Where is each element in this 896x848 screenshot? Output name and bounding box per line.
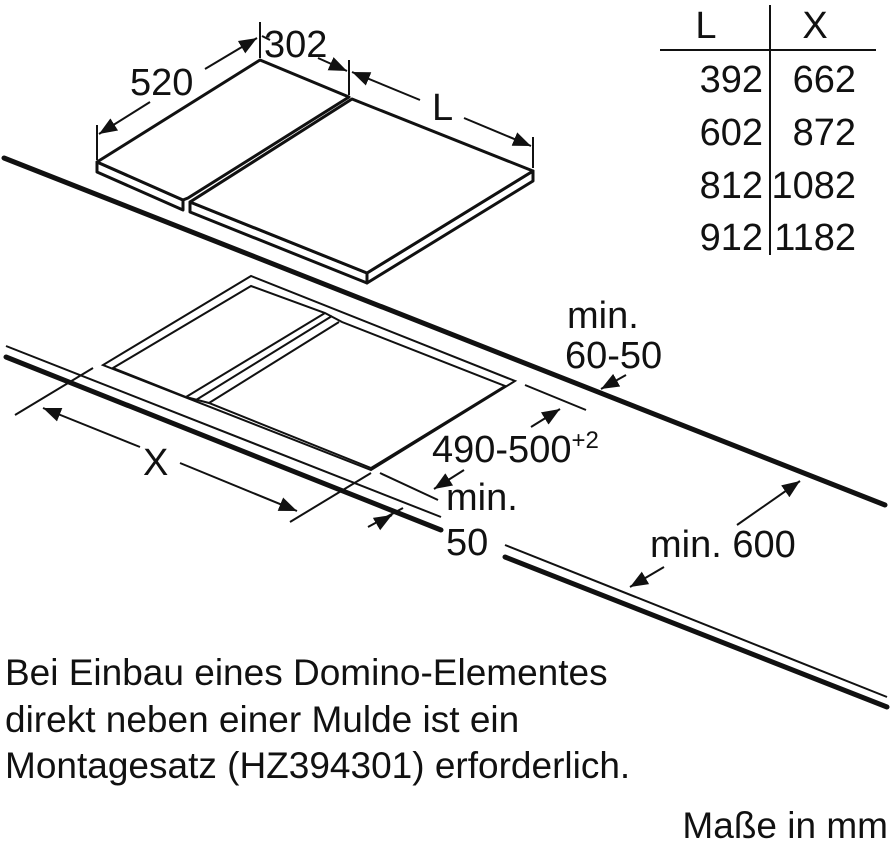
cutout-width-label: X (143, 442, 168, 484)
table-cell: 662 (793, 59, 856, 101)
front-distance-value: 50 (446, 522, 488, 564)
domino-width-label: 302 (264, 24, 327, 66)
cutout-depth-value: 490-500 (432, 429, 571, 471)
table-header-l: L (695, 5, 716, 47)
table-cell: 872 (793, 112, 856, 154)
hob-dimension-lines (96, 22, 534, 168)
note-line-3: Montagesatz (HZ394301) erforderlich. (5, 745, 630, 786)
worktop-depth-label: min. 600 (650, 524, 796, 566)
hob-drawing (95, 58, 535, 285)
worktop-back-edge (1, 155, 888, 508)
table-header-x: X (802, 5, 827, 47)
back-distance-label: min. (567, 295, 639, 337)
table-cell: 1082 (771, 165, 856, 207)
units-label: Maße in mm (682, 805, 888, 846)
cutout-depth-tolerance: +2 (571, 427, 598, 454)
note-line-2: direkt neben einer Mulde ist ein (5, 699, 519, 740)
hob-depth-label: 520 (130, 62, 193, 104)
back-distance-value: 60-50 (565, 335, 662, 377)
size-table: L X 392 662 602 872 812 1082 912 1182 (660, 5, 876, 259)
front-distance-label: min. (446, 477, 518, 519)
table-cell: 912 (700, 217, 763, 259)
cutout-dimension-lines (14, 367, 801, 588)
worktop-front-edge (3, 345, 890, 710)
cutout-depth-label: 490-500+2 (432, 427, 599, 471)
table-cell: 602 (700, 112, 763, 154)
table-cell: 392 (700, 59, 763, 101)
table-cell: 812 (700, 165, 763, 207)
cutout-drawing (100, 274, 518, 472)
hob-width-label: L (432, 87, 453, 129)
table-cell: 1182 (774, 217, 856, 259)
note-line-1: Bei Einbau eines Domino-Elementes (5, 652, 608, 693)
